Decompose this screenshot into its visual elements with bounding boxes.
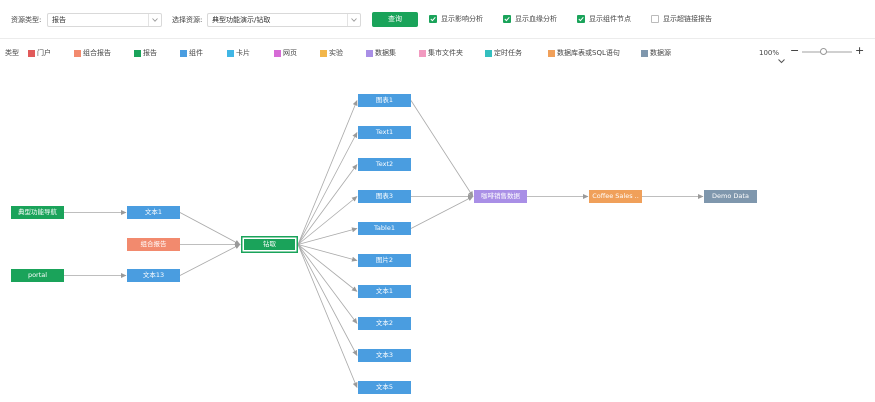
node-portal-nav[interactable]: 典型功能导航 — [11, 206, 64, 219]
zoom-level[interactable]: 100% — [759, 49, 780, 57]
zoom-slider-track[interactable] — [802, 51, 852, 53]
node-wenben2[interactable]: 文本2 — [358, 317, 411, 330]
zoom-in-button[interactable]: + — [855, 44, 865, 57]
edge-drill-to-wb2 — [297, 244, 358, 324]
edge-drill-to-text2 — [297, 164, 358, 245]
edge-drill-to-wb1 — [297, 244, 358, 292]
query-button[interactable]: 查询 — [372, 12, 418, 27]
legend-swatch-combo-report — [74, 50, 81, 57]
check-icon — [504, 16, 510, 22]
check-icon — [578, 16, 584, 22]
node-chart3[interactable]: 图表3 — [358, 190, 411, 203]
legend-label-dataset: 数据集 — [375, 49, 396, 57]
legend-swatch-db-table-sql — [548, 50, 555, 57]
legend-swatch-experiment — [320, 50, 327, 57]
legend-label-report: 报告 — [143, 49, 157, 57]
node-coffee-dataset[interactable]: 咖啡销售数据 — [474, 190, 527, 203]
node-text2[interactable]: Text2 — [358, 158, 411, 171]
node-text1[interactable]: Text1 — [358, 126, 411, 139]
node-pic2[interactable]: 图片2 — [358, 254, 411, 267]
legend-label-market-folder: 集市文件夹 — [428, 49, 463, 57]
legend-swatch-dataset — [366, 50, 373, 57]
checkbox-show-hyperlink-reports-label: 显示超链接报告 — [663, 15, 712, 23]
node-combo-report[interactable]: 组合报告 — [127, 238, 180, 251]
zoom-out-button[interactable]: − — [790, 44, 800, 57]
divider — [0, 38, 875, 39]
chevron-down-icon — [148, 14, 161, 26]
checkbox-lineage-analysis-label: 显示血缘分析 — [515, 15, 557, 23]
legend-label-component: 组件 — [189, 49, 203, 57]
edge-wenben1_in-to-drill — [179, 212, 241, 245]
node-table1[interactable]: Table1 — [358, 222, 411, 235]
resource-type-label: 资源类型: — [11, 16, 42, 24]
node-wenben3[interactable]: 文本3 — [358, 349, 411, 362]
node-drill-selected[interactable]: 钻取 — [241, 236, 298, 253]
legend-swatch-webpage — [274, 50, 281, 57]
zoom-slider-thumb[interactable] — [820, 48, 827, 55]
legend-label-datasource: 数据源 — [650, 49, 671, 57]
legend-swatch-datasource — [641, 50, 648, 57]
checkbox-show-component-nodes[interactable] — [577, 15, 585, 23]
edge-drill-to-table1 — [297, 227, 358, 245]
edge-table1-to-dataset — [410, 196, 474, 229]
select-resource-select[interactable]: 典型功能演示/钻取 — [207, 13, 361, 27]
chevron-down-icon — [347, 14, 360, 26]
checkbox-impact-analysis[interactable] — [429, 15, 437, 23]
edge-wenben13-to-drill — [179, 244, 241, 276]
checkbox-lineage-analysis[interactable] — [503, 15, 511, 23]
edge-drill-to-wb3 — [297, 244, 358, 356]
edge-chart1-to-dataset — [410, 100, 474, 197]
node-wenben5[interactable]: 文本5 — [358, 381, 411, 394]
checkbox-show-component-nodes-label: 显示组件节点 — [589, 15, 631, 23]
legend-label-db-table-sql: 数据库表或SQL语句 — [557, 49, 620, 57]
node-wenben1-in[interactable]: 文本1 — [127, 206, 180, 219]
edge-drill-to-chart1 — [297, 100, 358, 245]
edge-drill-to-text1 — [297, 132, 358, 245]
node-demo-data-source[interactable]: Demo Data — [704, 190, 757, 203]
legend-label-combo-report: 组合报告 — [83, 49, 111, 57]
edge-drill-to-wb5 — [297, 244, 358, 388]
legend-title: 类型 — [5, 49, 19, 57]
resource-type-value: 报告 — [52, 16, 66, 24]
node-wenben13[interactable]: 文本13 — [127, 269, 180, 282]
legend-swatch-market-folder — [419, 50, 426, 57]
legend-swatch-card — [227, 50, 234, 57]
check-icon — [430, 16, 436, 22]
select-resource-value: 典型功能演示/钻取 — [212, 16, 271, 24]
legend-label-portal: 门户 — [37, 49, 51, 57]
select-resource-label: 选择资源: — [172, 16, 203, 24]
node-coffee-sales-table[interactable]: Coffee Sales .. — [589, 190, 642, 203]
legend-label-scheduled-task: 定时任务 — [494, 49, 522, 57]
legend-swatch-scheduled-task — [485, 50, 492, 57]
node-portal[interactable]: portal — [11, 269, 64, 282]
edge-drill-to-pic2 — [297, 244, 358, 262]
resource-type-select[interactable]: 报告 — [47, 13, 162, 27]
checkbox-impact-analysis-label: 显示影响分析 — [441, 15, 483, 23]
node-chart1[interactable]: 图表1 — [358, 94, 411, 107]
node-wenben1[interactable]: 文本1 — [358, 285, 411, 298]
legend-swatch-component — [180, 50, 187, 57]
legend-swatch-portal — [28, 50, 35, 57]
legend-label-experiment: 实验 — [329, 49, 343, 57]
legend-swatch-report — [134, 50, 141, 57]
legend-label-webpage: 网页 — [283, 49, 297, 57]
legend-label-card: 卡片 — [236, 49, 250, 57]
checkbox-show-hyperlink-reports[interactable] — [651, 15, 659, 23]
edge-drill-to-chart3 — [297, 196, 358, 245]
chevron-down-icon[interactable] — [778, 49, 785, 68]
